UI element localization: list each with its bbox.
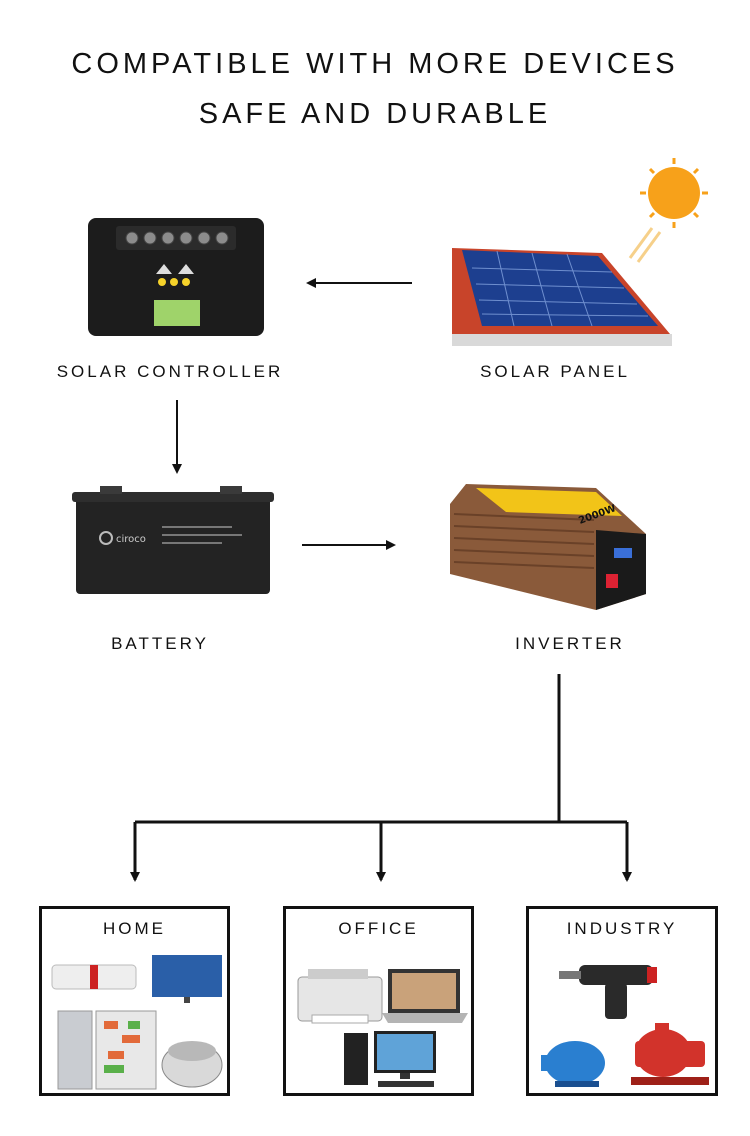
sun-icon [628,158,708,263]
solar-panel-label: SOLAR PANEL [480,362,630,381]
home-appliances-image [51,955,223,1090]
inverter-label: INVERTER [515,634,625,653]
battery-brand: ciroco [116,534,146,545]
industry-box: INDUSTRY [526,906,718,1096]
office-label: OFFICE [338,919,419,938]
headline-line-2: SAFE AND DURABLE [198,98,552,130]
home-label: HOME [103,919,166,938]
headline-line-1: COMPATIBLE WITH MORE DEVICES [71,48,679,80]
red-pump [631,1023,709,1085]
battery-image: ciroco [72,486,274,594]
blue-pump [541,1041,605,1087]
office-equipment-image [297,969,468,1087]
industry-equipment-image [541,965,709,1087]
office-box: OFFICE [283,906,474,1096]
inverter-image: 2000W [450,484,646,610]
solar-controller-label: SOLAR CONTROLLER [56,362,284,381]
solar-panel-image [452,158,708,346]
solar-controller-image [88,218,264,336]
home-box: HOME [39,906,230,1096]
industry-label: INDUSTRY [566,919,678,938]
battery-label: BATTERY [111,634,209,653]
